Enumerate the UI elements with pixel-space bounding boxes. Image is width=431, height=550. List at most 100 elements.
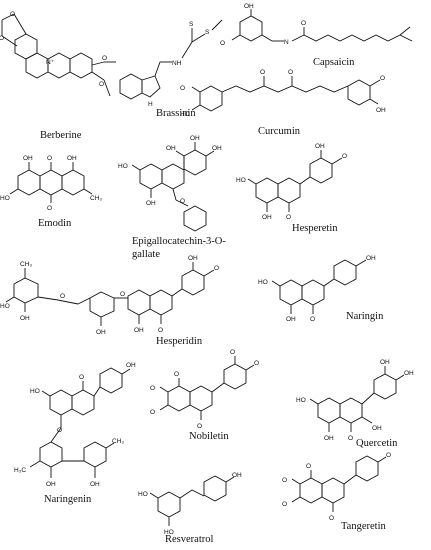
atom-label: OH — [380, 359, 390, 366]
atom-label: O — [180, 198, 185, 205]
atom-label: OH — [188, 255, 198, 262]
naringin-structure: OH HO OH O — [258, 255, 376, 323]
atom-label: O — [79, 374, 84, 381]
atom-label: HO — [296, 397, 306, 404]
atom-label: O — [260, 69, 265, 76]
atom-label: O — [158, 327, 163, 334]
atom-label: OH — [23, 155, 33, 162]
nobiletin-structure: O O O O O O — [150, 349, 259, 430]
atom-label: NH — [172, 60, 182, 67]
label-hesperetin: Hesperetin — [292, 223, 338, 234]
atom-label: CH₃ — [90, 195, 102, 202]
atom-label: OH — [262, 214, 272, 221]
atom-label: O — [60, 293, 65, 300]
naringenin-structure: OH O HO O H₃C OH OH CH₃ — [14, 362, 136, 488]
label-brassinin: Brassinin — [156, 108, 196, 119]
atom-label: S — [189, 21, 194, 28]
label-berberine: Berberine — [40, 130, 82, 141]
label-emodin: Emodin — [38, 218, 72, 229]
atom-label: O — [230, 349, 235, 356]
atom-label: O — [0, 35, 4, 42]
atom-label: O — [150, 385, 155, 392]
atom-label: OH — [20, 315, 30, 322]
emodin-structure: O O OH OH HO CH₃ — [0, 155, 102, 212]
atom-label: OH — [134, 327, 144, 334]
label-hesperidin: Hesperidin — [156, 336, 203, 347]
atom-label: OH — [146, 200, 156, 207]
atom-label: O — [386, 452, 391, 459]
atom-label: HO — [0, 303, 10, 310]
atom-label: OH — [190, 135, 200, 142]
atom-label: OH — [67, 155, 77, 162]
atom-label: O — [286, 214, 291, 221]
atom-label: HO — [258, 279, 268, 286]
atom-label: OH — [96, 329, 106, 336]
label-tangeretin: Tangeretin — [341, 521, 386, 532]
atom-label: OH — [324, 435, 334, 442]
label-curcumin: Curcumin — [258, 126, 300, 137]
atom-label: O — [180, 85, 185, 92]
atom-label: HO — [30, 388, 40, 395]
atom-label: O — [254, 360, 259, 367]
atom-label: HO — [138, 491, 148, 498]
atom-label: O — [380, 75, 385, 82]
atom-label: OH — [90, 481, 100, 488]
atom-label: O — [102, 55, 107, 62]
label-egcg-line2: gallate — [132, 249, 160, 260]
atom-label: OH — [244, 3, 254, 10]
quercetin-structure: OH OH HO OH O OH — [296, 359, 414, 442]
atom-label: HO — [180, 111, 190, 118]
atom-label: OH — [315, 143, 325, 150]
atom-label: O — [174, 371, 179, 378]
hesperetin-structure: OH O HO OH O — [236, 143, 347, 221]
atom-label: O — [282, 477, 287, 484]
atom-label: O — [329, 515, 334, 522]
atom-label: CH₃ — [112, 438, 124, 445]
atom-label: OH — [376, 107, 386, 114]
atom-label: O — [47, 155, 52, 162]
atom-label: O — [10, 11, 15, 18]
tangeretin-structure: O O O O O — [282, 452, 391, 522]
atom-label: O — [301, 20, 306, 27]
atom-label: O — [150, 409, 155, 416]
brassinin-structure: NH S S H — [119, 19, 223, 108]
berberine-structure: O O N⁺ O O — [0, 11, 116, 97]
atom-label: OH — [366, 255, 376, 262]
label-quercetin: Quercetin — [356, 438, 398, 449]
label-egcg-line1: Epigallocatechin-3-O- — [132, 236, 226, 247]
curcumin-structure: O O O HO OH O — [180, 69, 386, 118]
label-resveratrol: Resveratrol — [165, 534, 214, 545]
hesperidin-structure: CH₃ HO OH OH O O OH O OH O — [0, 255, 219, 336]
label-capsaicin: Capsaicin — [313, 57, 355, 68]
atom-label: O — [310, 316, 315, 323]
atom-label: CH₃ — [20, 261, 32, 268]
atom-label: HO — [236, 177, 246, 184]
resveratrol-structure: OH HO HO — [138, 472, 242, 536]
atom-label: H₃C — [14, 467, 26, 474]
atom-label: OH — [286, 316, 296, 323]
atom-label: O — [214, 265, 219, 272]
atom-label: OH — [372, 425, 382, 432]
atom-label: S — [205, 29, 210, 36]
atom-label: N — [284, 39, 289, 46]
atom-label: O — [288, 69, 293, 76]
atom-label: O — [282, 501, 287, 508]
atom-label: HO — [118, 163, 128, 170]
atom-label: O — [120, 291, 125, 298]
atom-label: OH — [166, 145, 176, 152]
atom-label: HO — [164, 529, 174, 536]
atom-label: H — [148, 101, 153, 108]
capsaicin-structure: OH O N O — [220, 3, 413, 47]
egcg-structure: OH OH OH HO OH O — [118, 135, 222, 232]
atom-label: O — [348, 435, 353, 442]
atom-label: OH — [232, 472, 242, 479]
atom-label: HO — [0, 195, 10, 202]
atom-label: O — [220, 40, 225, 47]
atom-label: O — [57, 427, 62, 434]
atom-label: O — [306, 463, 311, 470]
atom-label: O — [342, 153, 347, 160]
atom-label: OH — [212, 145, 222, 152]
atom-label: OH — [46, 481, 56, 488]
atom-label: N⁺ — [46, 59, 55, 66]
